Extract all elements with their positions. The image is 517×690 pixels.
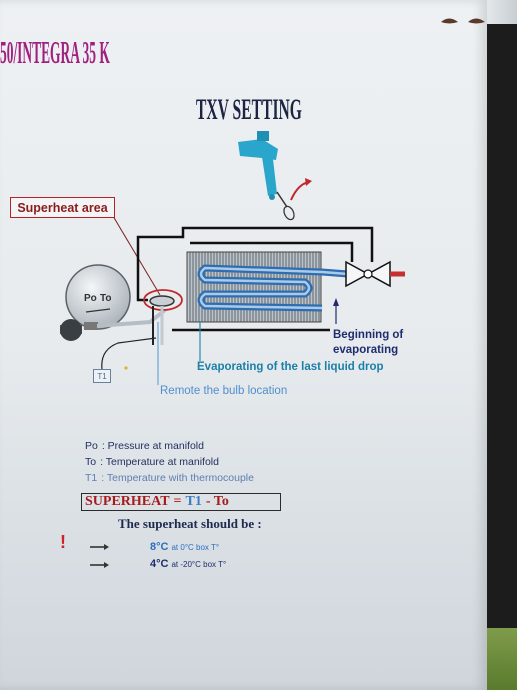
target-condition: at -20°C box T° [171,560,227,569]
legend-text: : Temperature with thermocouple [101,472,254,484]
gauge-label-to: To [100,293,112,304]
valve-icon [238,131,278,200]
corner-mark-icon [441,18,485,24]
legend-symbol: To [85,456,97,468]
background-grass [487,628,517,690]
model-label: 50/INTEGRA 35 K [0,34,110,70]
beginning-label-line1: Beginning of [333,329,404,341]
last-drop-label: Evaporating of the last liquid drop [197,361,384,373]
target-condition: at 0°C box T° [171,543,220,552]
pressure-gauge [60,264,131,341]
expansion-valve [345,260,391,288]
page-title: TXV SETTING [196,93,302,126]
formula-superheat: SUPERHEAT [85,494,170,509]
bulb-tag: T1 [93,369,111,383]
superheat-point [149,295,175,307]
gauge-hose [96,308,167,328]
arrow-right-icon [90,544,109,550]
legend-text: : Pressure at manifold [101,440,204,452]
superheat-leader-line [112,215,161,296]
beginning-arrow-icon [333,298,339,324]
superheat-formula: SUPERHEAT = T1 - To [81,493,281,511]
legend-symbol: T1 [85,472,98,484]
legend-text: : Temperature at manifold [100,456,219,468]
superheat-area-label: Superheat area [10,197,115,218]
evaporator-coil [197,264,349,312]
target-value-main: 8°C [150,541,169,553]
document-page [0,0,487,690]
background-corner [487,0,517,24]
evaporator [186,251,322,323]
formula-minus-to: - To [205,494,229,509]
bulb-capillary [101,337,157,370]
formula-equals: = [173,494,182,509]
beginning-label-line2: evaporating [333,344,399,356]
requirement-heading: The superheat should be : [118,516,262,531]
refrigerant-pipes [136,226,374,332]
legend-item: Po: Pressure at manifold [85,441,204,452]
rotation-arrow-icon [290,178,312,201]
legend-symbol: Po [85,440,98,452]
arrow-right-icon [90,562,109,568]
yellow-mark [124,366,128,370]
warning-mark: ! [60,532,66,552]
target-value-main: 4°C [150,558,169,570]
adjusting-tool-icon [276,191,295,221]
legend-item: To: Temperature at manifold [85,457,219,468]
formula-t1: T1 [185,494,202,509]
legend-item: T1: Temperature with thermocouple [85,473,254,484]
bulb-location-label: Remote the bulb location [160,385,288,397]
gauge-label-po: Po [84,293,97,304]
